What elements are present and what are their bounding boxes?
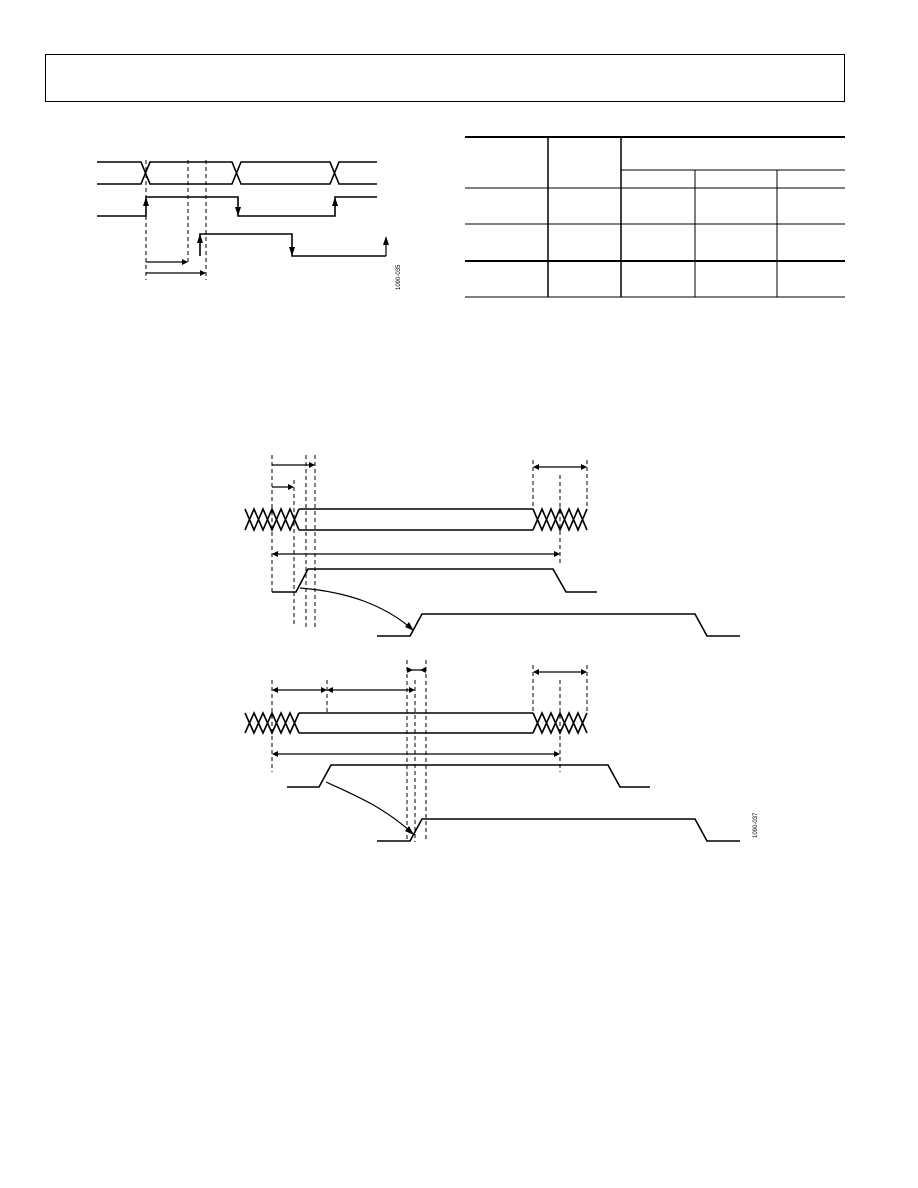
top-clock-rise-arrow-2 bbox=[332, 197, 338, 206]
mid-bus-x-right-b bbox=[532, 506, 588, 533]
top-data-bus-upper bbox=[97, 161, 377, 185]
bot-pulse-2 bbox=[377, 818, 740, 842]
mid-bus-x-left-b bbox=[244, 506, 300, 533]
bot-causal-curve bbox=[325, 781, 413, 834]
mid-pulse-1 bbox=[272, 568, 597, 593]
bottom-figure-id: 1090-037 bbox=[753, 812, 759, 838]
mid-bus-x-right-a bbox=[532, 506, 588, 533]
mid-causal-curve bbox=[299, 587, 413, 630]
bot-curve-arrowhead bbox=[405, 826, 414, 835]
mid-pulse-2 bbox=[377, 613, 740, 637]
top-clock-fall-arrow bbox=[235, 207, 241, 216]
top-clock-rise-arrow bbox=[143, 197, 149, 206]
bot-bus-x-left-a bbox=[244, 711, 300, 735]
bot-pulse-1 bbox=[287, 764, 650, 788]
mid-bus-x-left-a bbox=[244, 506, 300, 533]
bot-bus-x-right-b bbox=[532, 711, 588, 735]
bot-bus-valid bbox=[299, 712, 533, 734]
mid-curve-arrowhead bbox=[405, 622, 414, 631]
top-output-fall-arrow bbox=[289, 247, 295, 256]
top-output-rise-arrow bbox=[197, 234, 203, 243]
bot-bus-x-right-a bbox=[532, 711, 588, 735]
mid-bus-valid bbox=[299, 508, 533, 531]
bot-bus-x-left-b bbox=[244, 711, 300, 735]
page-header-box bbox=[45, 54, 845, 102]
